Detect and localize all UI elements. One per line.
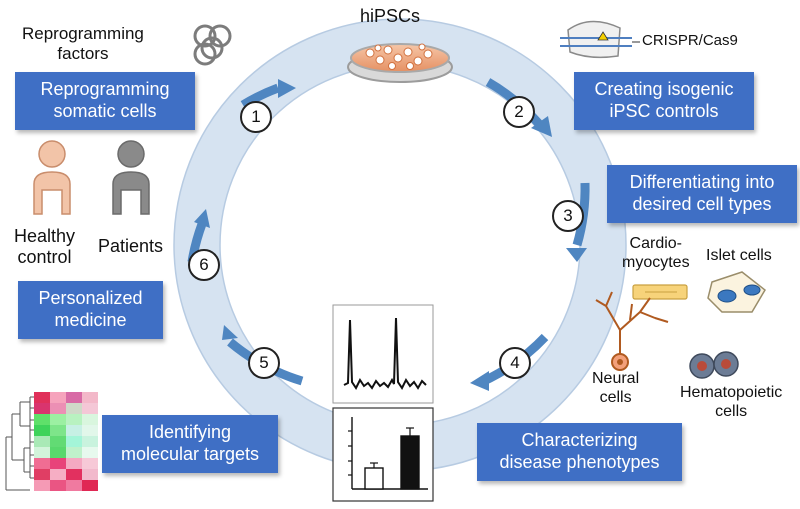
identifying-molecular-targets-box: Identifying molecular targets <box>102 415 278 473</box>
creating-isogenic-controls-box: Creating isogenic iPSC controls <box>574 72 754 130</box>
petri-dish-icon <box>347 43 453 83</box>
step-4-badge: 4 <box>499 347 531 379</box>
patients-label: Patients <box>98 236 164 256</box>
bar-chart-panel <box>332 407 434 502</box>
cardiomyocytes-label: Cardio- myocytes <box>622 235 690 271</box>
hematopoietic-cells-icon <box>689 351 739 379</box>
reprogramming-somatic-cells-box: Reprogramming somatic cells <box>15 72 195 130</box>
step-1-badge: 1 <box>240 101 272 133</box>
neural-cells-label: Neural cells <box>592 370 640 406</box>
reprogramming-factors-icon <box>193 24 232 66</box>
arrow-1-icon <box>240 83 280 109</box>
neural-cell-icon <box>595 291 669 371</box>
islet-cells-label: Islet cells <box>706 247 772 264</box>
cardiomyocyte-icon <box>632 284 688 300</box>
healthy-person-icon <box>33 140 71 215</box>
electrophysiology-trace-panel <box>332 304 434 404</box>
hematopoietic-cells-label: Hematopoietic cells <box>680 384 783 420</box>
patient-bar <box>400 435 420 490</box>
step-6-badge: 6 <box>188 249 220 281</box>
ring-arrowheads <box>194 79 587 391</box>
differentiating-cell-types-box: Differentiating into desired cell types <box>607 165 797 223</box>
step-5-badge: 5 <box>248 347 280 379</box>
patient-person-icon <box>112 140 150 215</box>
characterizing-disease-phenotypes-box: Characterizing disease phenotypes <box>477 423 682 481</box>
step-2-badge: 2 <box>503 96 535 128</box>
reprogramming-factors-label: Reprogramming factors <box>22 24 144 64</box>
crispr-cas9-icon <box>560 20 640 59</box>
control-bar <box>364 467 384 490</box>
personalized-medicine-box: Personalized medicine <box>18 281 163 339</box>
heatmap-icon <box>5 392 98 491</box>
healthy-control-label: Healthy control <box>14 226 76 268</box>
step-3-badge: 3 <box>552 200 584 232</box>
crispr-cas9-label: CRISPR/Cas9 <box>642 32 738 49</box>
islet-cells-icon <box>707 271 766 313</box>
hipscs-label: hiPSCs <box>360 6 421 26</box>
